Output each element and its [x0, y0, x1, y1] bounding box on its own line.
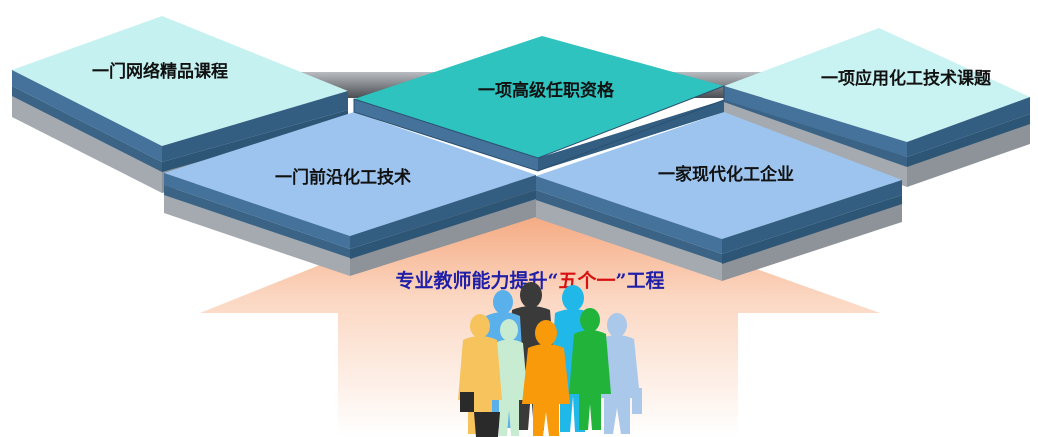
title-open-quote: “	[548, 270, 559, 292]
title-main-text: 专业教师能力提升	[396, 269, 548, 292]
person-silhouette-green	[569, 308, 611, 430]
block-top-left-label: 一门网络精品课程	[92, 61, 228, 82]
block-bottom-left-label: 一门前沿化工技术	[275, 167, 411, 188]
title-close-quote: ”	[616, 270, 627, 292]
block-top-right-label: 一项应用化工技术课题	[821, 68, 992, 89]
person-silhouette-pale-mint	[490, 319, 528, 436]
block-top-center: 一项高级任职资格	[353, 36, 725, 172]
title-end-text: 工程	[626, 270, 664, 292]
diagram-title: 专业教师能力提升“五个一”工程	[396, 269, 665, 292]
block-bottom-right-label: 一家现代化工企业	[658, 164, 794, 185]
block-top-center-label: 一项高级任职资格	[478, 80, 615, 101]
person-silhouette-black-front	[460, 392, 500, 437]
block-bottom-left: 一门前沿化工技术	[164, 112, 536, 276]
block-bottom-right: 一家现代化工企业	[536, 112, 902, 281]
person-silhouette-orange	[522, 320, 570, 436]
people-silhouettes	[458, 282, 642, 437]
